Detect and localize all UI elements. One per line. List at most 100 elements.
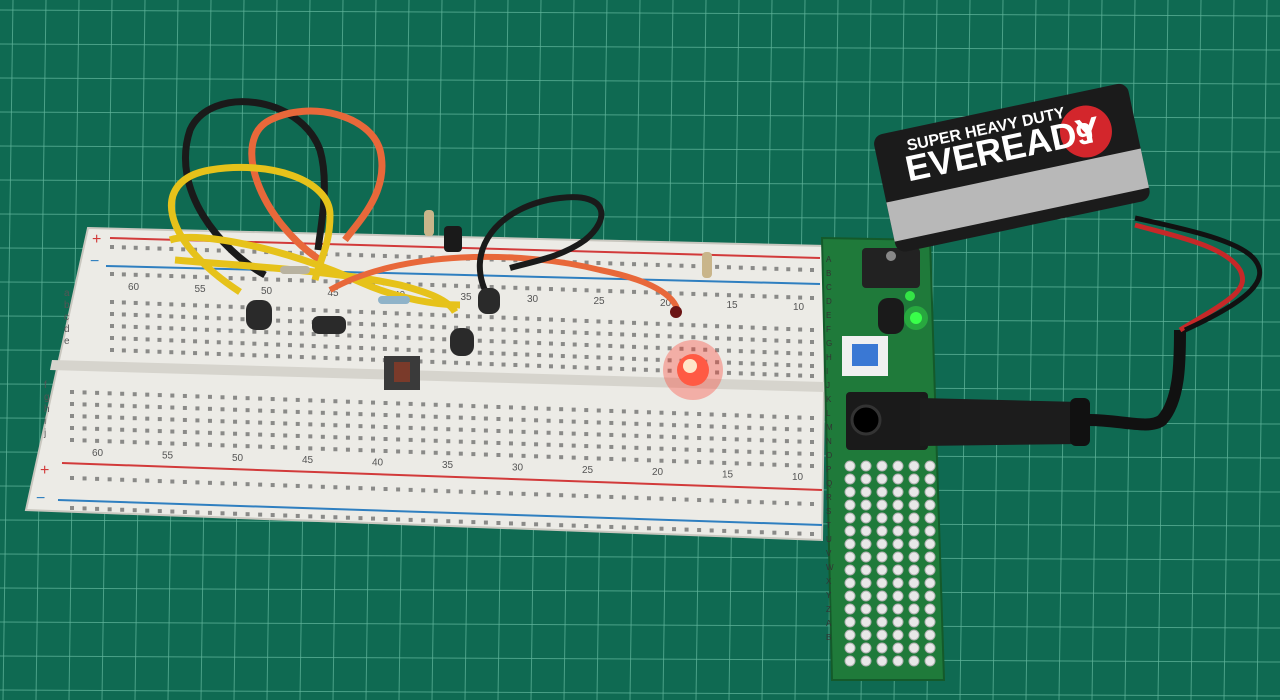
breadboard-hole <box>233 511 238 516</box>
breadboard-hole <box>121 348 126 353</box>
breadboard-hole <box>659 526 664 531</box>
transistor-3 <box>450 328 474 356</box>
breadboard-hole <box>430 282 435 287</box>
breadboard-hole <box>750 337 755 342</box>
breadboard-hole <box>620 344 625 349</box>
breadboard-hole <box>394 347 399 352</box>
breadboard-hole <box>382 253 387 258</box>
breadboard-hole <box>810 532 814 536</box>
breadboard-hole <box>333 447 338 452</box>
breadboard-hole <box>95 426 100 431</box>
breadboard-hole <box>621 433 626 438</box>
breadboard-hole <box>454 325 459 330</box>
green-led-2 <box>905 291 915 301</box>
perfboard-pad <box>892 577 904 589</box>
breadboard-hole <box>620 320 625 325</box>
breadboard-hole <box>193 351 198 356</box>
breadboard-hole <box>335 279 340 284</box>
breadboard-hole <box>620 332 625 337</box>
breadboard-hole <box>548 364 553 369</box>
breadboard-hole <box>546 522 551 527</box>
mat-grid-line <box>0 9 1280 17</box>
breadboard-hole <box>299 355 304 360</box>
regulator-tab-hole <box>886 251 896 261</box>
breadboard-hole <box>634 421 639 426</box>
breadboard-hole <box>371 346 376 351</box>
breadboard-hole <box>145 313 150 318</box>
perfboard-pad <box>892 538 904 550</box>
breadboard-hole <box>371 424 376 429</box>
breadboard-hole <box>621 445 626 450</box>
breadboard-hole <box>394 254 399 259</box>
breadboard-hole <box>320 484 325 489</box>
breadboard-hole <box>572 365 577 370</box>
perfboard-row-letter: V <box>826 549 832 558</box>
breadboard-hole <box>734 461 739 466</box>
perfboard-pad <box>860 499 872 511</box>
perfboard-pad <box>924 512 936 524</box>
breadboard-hole <box>747 437 752 442</box>
perfboard-pad <box>876 512 888 524</box>
breadboard-hole <box>323 344 328 349</box>
breadboard-hole <box>283 433 288 438</box>
breadboard-hole <box>738 293 743 298</box>
breadboard-hole <box>759 426 764 431</box>
breadboard-hole <box>620 356 625 361</box>
breadboard-hole <box>596 408 601 413</box>
breadboard-hole <box>722 498 727 503</box>
breadboard-hole <box>418 324 423 329</box>
breadboard-row-letter: d <box>64 324 70 335</box>
breadboard-hole <box>608 355 613 360</box>
breadboard-hole <box>632 344 637 349</box>
breadboard-hole <box>697 498 702 503</box>
breadboard-hole <box>157 337 162 342</box>
breadboard-hole <box>308 422 313 427</box>
breadboard-hole <box>320 446 325 451</box>
breadboard-hole <box>270 409 275 414</box>
breadboard-center-channel <box>50 360 824 392</box>
breadboard-column-number: 50 <box>232 453 244 464</box>
breadboard-hole <box>240 329 245 334</box>
breadboard-hole <box>584 420 589 425</box>
perfboard-pad <box>860 577 872 589</box>
breadboard-hole <box>170 405 175 410</box>
breadboard-hole <box>738 371 743 376</box>
breadboard-hole <box>264 277 269 282</box>
breadboard-hole <box>132 478 137 483</box>
breadboard-hole <box>335 333 340 338</box>
breadboard-hole <box>596 444 601 449</box>
breadboard-hole <box>465 284 470 289</box>
perfboard-pad <box>876 655 888 667</box>
breadboard-hole <box>691 323 696 328</box>
perfboard-row-letter: S <box>826 507 831 516</box>
breadboard-hole <box>784 439 789 444</box>
wire-orange-long <box>328 253 681 313</box>
breadboard-hole <box>433 414 438 419</box>
transistor-1 <box>246 300 272 330</box>
breadboard-hole <box>458 415 463 420</box>
breadboard-hole <box>430 359 435 364</box>
breadboard-hole <box>394 323 399 328</box>
breadboard-hole <box>620 261 625 266</box>
breadboard-hole <box>709 528 714 533</box>
breadboard-hole <box>182 417 187 422</box>
breadboard-hole <box>513 362 518 367</box>
breadboard-hole <box>726 265 731 270</box>
breadboard-hole <box>659 422 664 427</box>
green-led-glow <box>904 306 928 330</box>
perfboard-pad <box>860 616 872 628</box>
resistor-2 <box>378 296 410 304</box>
perfboard-pad <box>892 564 904 576</box>
breadboard-hole <box>559 419 564 424</box>
breadboard-hole <box>120 427 125 432</box>
breadboard-hole <box>287 307 292 312</box>
breadboard-hole <box>715 292 720 297</box>
breadboard-hole <box>679 346 684 351</box>
breadboard-row-letter: f <box>44 380 47 391</box>
breadboard-hole <box>396 449 401 454</box>
breadboard-hole <box>525 328 530 333</box>
breadboard-hole <box>157 246 162 251</box>
perfboard-pad <box>876 564 888 576</box>
breadboard-hole <box>145 416 150 421</box>
breadboard-hole <box>233 419 238 424</box>
